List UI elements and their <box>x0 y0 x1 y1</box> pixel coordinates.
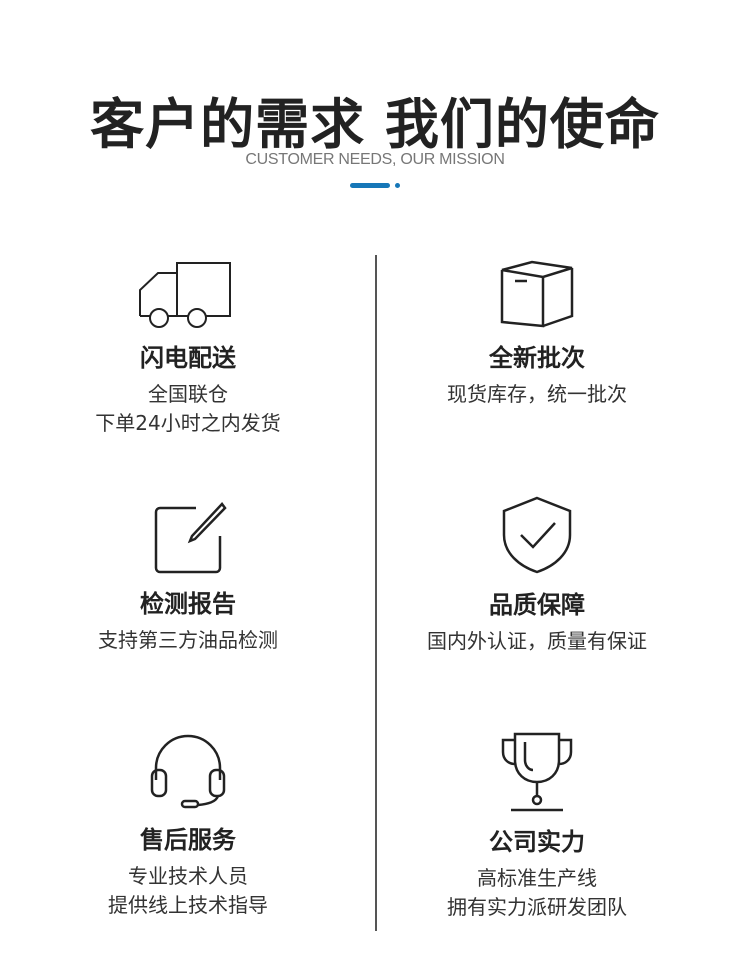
feature-batch: 全新批次 现货库存，统一批次 <box>367 258 707 409</box>
feature-title: 全新批次 <box>489 344 585 372</box>
feature-line: 全国联仓 <box>148 382 228 406</box>
feature-quality: 品质保障 国内外认证，质量有保证 <box>367 495 707 656</box>
feature-title: 检测报告 <box>140 590 236 618</box>
feature-title: 售后服务 <box>140 826 236 854</box>
edit-icon <box>154 502 227 574</box>
feature-line: 高标准生产线 <box>477 866 597 890</box>
trophy-icon <box>501 732 573 812</box>
feature-strength: 公司实力 高标准生产线 拥有实力派研发团队 <box>367 730 707 922</box>
feature-line: 现货库存，统一批次 <box>447 382 627 406</box>
feature-report: 检测报告 支持第三方油品检测 <box>18 500 358 655</box>
feature-line: 提供线上技术指导 <box>108 893 268 917</box>
feature-line: 国内外认证，质量有保证 <box>427 629 647 653</box>
truck-icon <box>139 262 231 328</box>
feature-line: 拥有实力派研发团队 <box>447 895 627 919</box>
page-subtitle: CUSTOMER NEEDS, OUR MISSION <box>245 151 505 168</box>
feature-line: 专业技术人员 <box>128 864 248 888</box>
page-title: 客户的需求 我们的使命 <box>90 93 660 156</box>
feature-service: 售后服务 专业技术人员 提供线上技术指导 <box>18 730 358 920</box>
feature-title: 公司实力 <box>489 828 585 856</box>
feature-title: 闪电配送 <box>140 344 236 372</box>
accent-dot <box>395 183 400 188</box>
shield-check-icon <box>502 496 572 574</box>
accent-bar <box>350 183 390 188</box>
column-divider <box>375 255 377 931</box>
headset-icon <box>150 734 226 809</box>
feature-title: 品质保障 <box>489 591 585 619</box>
feature-delivery: 闪电配送 全国联仓 下单24小时之内发货 <box>18 258 358 438</box>
feature-line: 支持第三方油品检测 <box>98 628 278 652</box>
feature-line: 下单24小时之内发货 <box>95 411 281 435</box>
box-icon <box>500 260 574 328</box>
